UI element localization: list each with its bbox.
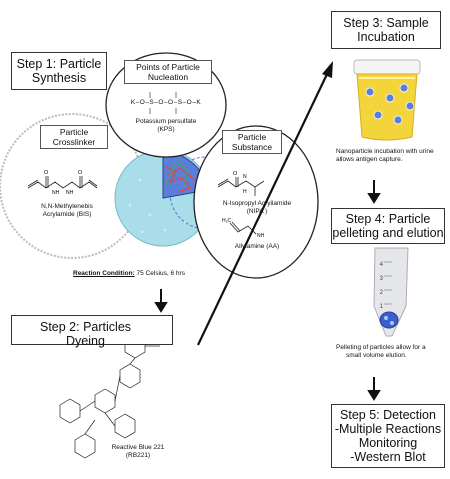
bis-structure: [27, 176, 98, 189]
svg-text:O: O: [78, 170, 83, 176]
bis-name-line1: N,N-Methylenebis: [41, 203, 93, 210]
crosslinker-label-line2: Crosslinker: [52, 137, 96, 147]
tube-marks: 4 3 2 1: [374, 258, 383, 314]
step4-box: Step 4: Particle pelleting and elution: [331, 208, 445, 244]
urine-cup: [353, 59, 421, 141]
nucleation-label-line2: Nucleation: [147, 72, 189, 82]
step3-box: Step 3: Sample Incubation: [331, 11, 441, 49]
nucleation-label-line1: Points of Particle: [136, 62, 200, 72]
kps-name-line1: Potassium persulfate: [135, 118, 197, 125]
kps-name-line2: (KPS): [157, 126, 175, 133]
substance-oval: [193, 125, 319, 279]
svg-text:H₂C: H₂C: [222, 218, 232, 224]
step1-title-line1: Step 1: Particle: [16, 57, 102, 71]
dye-name-line2: (RB221): [125, 452, 151, 459]
tube-mark: 1: [379, 304, 383, 310]
rb221-structure: [59, 333, 160, 459]
step1-box: Step 1: Particle Synthesis: [11, 52, 107, 90]
step5-line2: -Multiple Reactions: [334, 422, 442, 436]
bis-name-line2: Acrylamide (BIS): [42, 211, 92, 218]
dye-name: Reactive Blue 221 (RB221): [108, 444, 168, 460]
nipa-name-line1: N-Isopropyl Acryilamide: [222, 200, 292, 207]
reaction-condition-label: Reaction Condition:: [73, 270, 135, 277]
svg-text:O: O: [44, 170, 49, 176]
sphere-core-network-green: [165, 161, 189, 187]
reaction-condition: Reaction Condition: 75 Celsius, 6 hrs: [73, 270, 213, 278]
step3-title-line2: Incubation: [357, 30, 415, 44]
main-flow-arrowhead: [322, 61, 333, 78]
svg-text:NH: NH: [66, 190, 74, 196]
kps-structure-bonds: [149, 92, 177, 114]
main-flow-arrow: [197, 71, 329, 346]
step2-box: Step 2: Particles Dyeing: [11, 315, 173, 348]
step2-title-line1: Step 2: Particles: [40, 320, 132, 334]
step5-box: Step 5: Detection -Multiple Reactions Mo…: [331, 404, 445, 468]
step5-line4: -Western Blot: [350, 450, 426, 464]
aa-name: Allylamine (AA): [234, 243, 280, 250]
step4-caption-line2: small volume elution.: [346, 352, 407, 359]
step2-title-line2: Dyeing: [66, 334, 105, 348]
step4-caption-line1: Pelleting of particles allow for a: [336, 344, 426, 351]
nipa-name: N-Isopropyl Acryilamide (NIPA ): [212, 200, 302, 216]
step5-line1: Step 5: Detection: [340, 408, 436, 422]
nucleation-label: Points of Particle Nucleation: [124, 60, 212, 84]
substance-label-line2: Substance: [231, 142, 273, 152]
step4-title-line2: pelleting and elution: [332, 226, 444, 240]
step4-title-line1: Step 4: Particle: [345, 212, 431, 226]
bis-name: N,N-Methylenebis Acrylamide (BIS): [22, 203, 112, 219]
tube-mark: 2: [379, 290, 383, 296]
svg-text:NH: NH: [257, 233, 265, 239]
centrifuge-tube: [373, 247, 409, 337]
nipa-structure: [217, 177, 265, 196]
svg-text:H: H: [243, 189, 247, 195]
step1-title-line2: Synthesis: [31, 71, 87, 85]
step3-caption: Nanoparticle incubation with urine allow…: [336, 148, 446, 164]
kps-name: Potassium persulfate (KPS): [120, 118, 212, 134]
step5-line3: Monitoring: [358, 436, 418, 450]
step3-caption-line2: allows antigen capture.: [336, 156, 403, 163]
dye-name-line1: Reactive Blue 221: [111, 444, 165, 451]
down-arrows: [154, 180, 381, 401]
crosslinker-label: Particle Crosslinker: [40, 125, 108, 149]
svg-text:O: O: [233, 171, 238, 177]
step3-caption-line1: Nanoparticle incubation with urine: [336, 148, 434, 155]
step3-title-line1: Step 3: Sample: [343, 16, 429, 30]
reaction-condition-value: 75 Celsius, 6 hrs: [134, 270, 185, 277]
svg-text:N: N: [243, 174, 247, 180]
crosslinker-label-line1: Particle: [59, 127, 89, 137]
substance-label-line1: Particle: [237, 132, 267, 142]
step4-caption: Pelleting of particles allow for a small…: [336, 344, 446, 360]
tube-mark: 3: [379, 276, 383, 282]
kps-formula: K–O–S–O–O–S–O–K: [130, 99, 202, 106]
substance-label: Particle Substance: [222, 130, 282, 154]
nipa-name-line2: (NIPA ): [246, 208, 268, 215]
svg-text:NH: NH: [52, 190, 60, 196]
tube-mark: 4: [379, 262, 383, 268]
sphere-texture: [127, 177, 188, 235]
